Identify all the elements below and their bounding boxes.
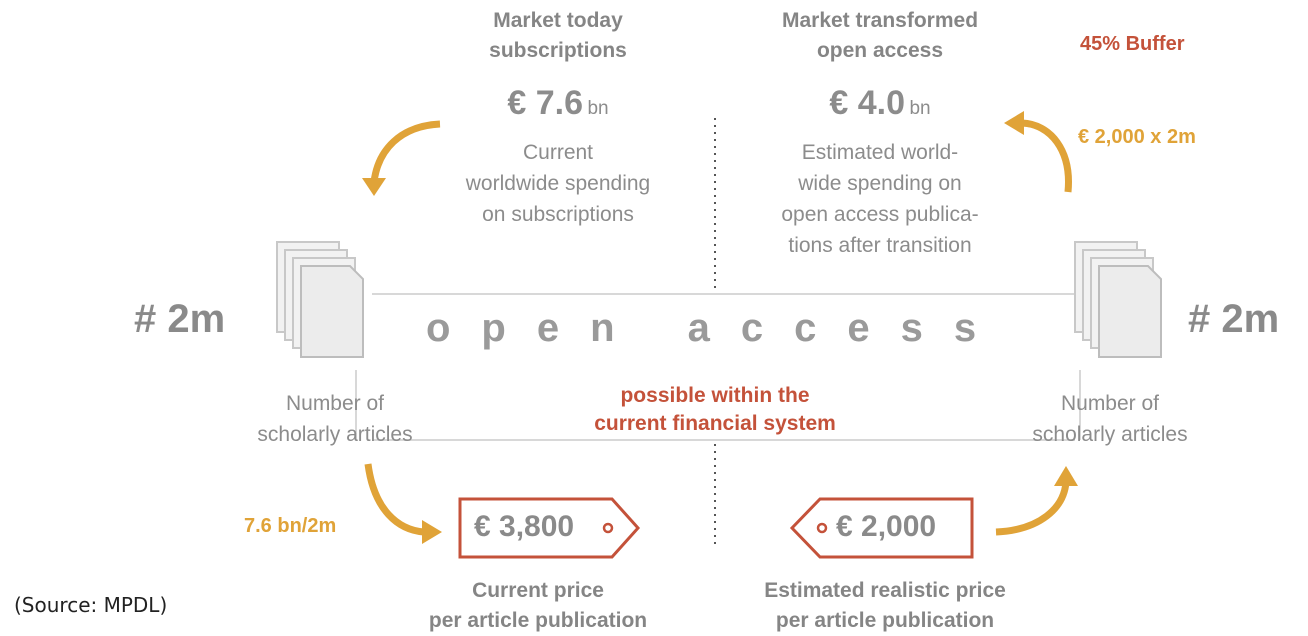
right-amount: € 4.0 bn — [760, 84, 1000, 123]
right-count-label-line1: Number of — [1060, 392, 1160, 415]
curved-arrow-icon — [364, 463, 442, 544]
curved-arrow-icon — [1004, 111, 1072, 193]
document-stack-icon — [276, 241, 364, 358]
left-price-label: Current price per article publication — [398, 576, 678, 636]
left-description: Current worldwide spending on subscripti… — [408, 137, 708, 230]
right-desc-line3: open access publica- — [781, 203, 979, 226]
left-price-label-line2: per article publication — [428, 609, 648, 632]
document-stack-icon — [1074, 241, 1162, 358]
center-note-line1: possible within the — [620, 384, 810, 407]
left-amount-unit: bn — [587, 98, 609, 119]
left-desc-line3: on subscriptions — [482, 203, 634, 226]
left-heading-line1: Market today — [493, 9, 623, 32]
right-count: # 2m — [1188, 297, 1280, 341]
left-amount-value: € 7.6 — [507, 84, 584, 122]
left-price: € 3,800 — [474, 510, 575, 543]
right-desc-line2: wide spending on — [798, 172, 962, 195]
source-caption: (Source: MPDL) — [14, 593, 168, 617]
right-heading-line1: Market transformed — [781, 9, 979, 32]
right-count-label-line2: scholarly articles — [1032, 423, 1188, 446]
right-count-label: Number of scholarly articles — [985, 388, 1235, 450]
right-amount-value: € 4.0 — [829, 84, 906, 122]
buffer-label: 45% Buffer — [1080, 33, 1185, 55]
left-count-label-line1: Number of — [285, 392, 385, 415]
right-desc-line4: tions after transition — [788, 234, 972, 257]
center-note-line2: current financial system — [594, 412, 836, 435]
right-price-label: Estimated realistic price per article pu… — [730, 576, 1040, 636]
left-desc-line2: worldwide spending — [465, 172, 651, 195]
price-tag-icon — [789, 497, 974, 559]
open-access-banner: open access — [426, 306, 1008, 350]
price-tag-icon — [458, 497, 641, 559]
left-market-heading: Market today subscriptions — [438, 6, 678, 66]
left-count-label: Number of scholarly articles — [210, 388, 460, 450]
left-heading-line2: subscriptions — [489, 39, 627, 62]
left-price-label-line1: Current price — [472, 579, 604, 602]
left-amount: € 7.6 bn — [438, 84, 678, 123]
right-price-label-line2: per article publication — [775, 609, 995, 632]
right-description: Estimated world- wide spending on open a… — [730, 137, 1030, 261]
right-price: € 2,000 — [836, 510, 937, 543]
left-count: # 2m — [134, 297, 226, 341]
right-amount-unit: bn — [909, 98, 931, 119]
right-heading-line2: open access — [816, 39, 944, 62]
right-market-heading: Market transformed open access — [740, 6, 1020, 66]
center-note: possible within the current financial sy… — [545, 382, 885, 438]
right-desc-line1: Estimated world- — [801, 141, 959, 164]
left-count-label-line2: scholarly articles — [257, 423, 413, 446]
left-desc-line1: Current — [522, 141, 594, 164]
right-price-label-line1: Estimated realistic price — [764, 579, 1006, 602]
right-calc-label: € 2,000 x 2m — [1078, 126, 1196, 148]
left-calc-label: 7.6 bn/2m — [244, 515, 337, 537]
curved-arrow-icon — [362, 120, 441, 196]
curved-arrow-icon — [995, 466, 1078, 536]
